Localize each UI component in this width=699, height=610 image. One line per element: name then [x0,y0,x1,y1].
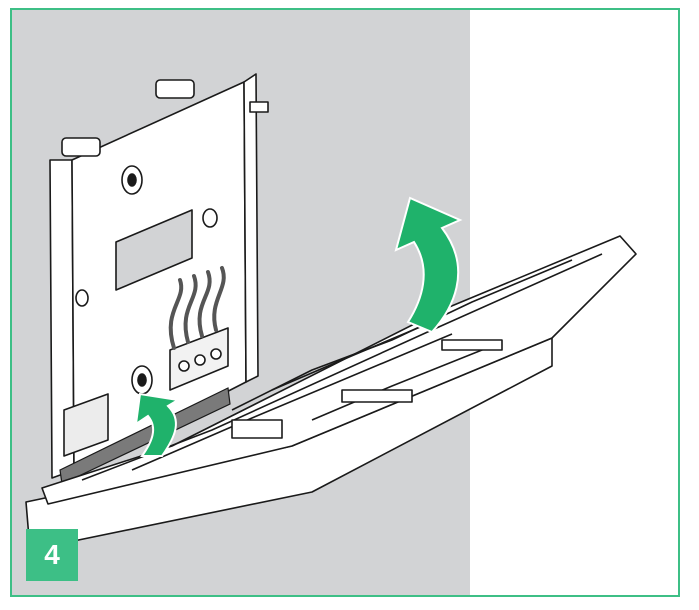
figure-frame: 4 [10,8,680,597]
installation-illustration [25,73,637,551]
step-number-badge: 4 [26,529,78,581]
housing-slot-2 [341,389,413,403]
housing-slot-1 [231,419,283,439]
housing-connector [441,339,503,351]
plate-window [115,209,193,291]
side-latch [249,101,269,113]
top-clip-left [61,137,101,157]
screw-hole-left [75,289,89,307]
plate-right-edge [243,73,259,383]
top-clip-right [155,79,195,99]
housing-top-surface [41,235,637,505]
curved-arrow-small-icon [134,392,181,457]
curved-arrow-large-icon [394,196,463,334]
plate-lower-cutout [63,393,109,457]
screw-hole-right [202,208,218,228]
wires [168,266,226,350]
